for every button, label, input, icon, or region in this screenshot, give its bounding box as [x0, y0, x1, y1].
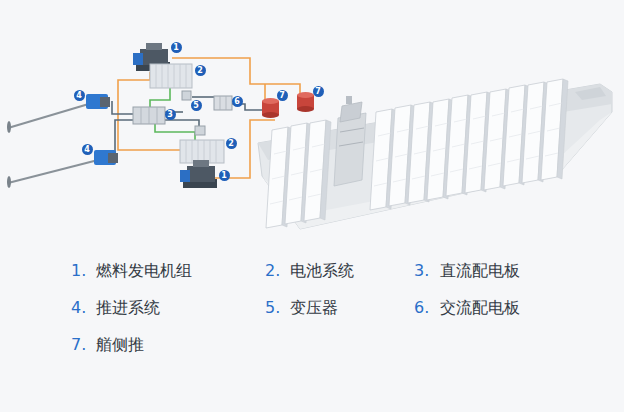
list-number: 2.: [265, 261, 280, 281]
wires: [110, 58, 300, 178]
battery-rack: [180, 140, 224, 163]
transformer: [195, 126, 205, 135]
propulsion: [7, 94, 110, 133]
callout-number: 7: [277, 90, 288, 101]
callout-number: 3: [165, 109, 176, 120]
callout-number: 2: [195, 65, 206, 76]
container-stacks: [266, 79, 568, 228]
battery-rack: [150, 64, 192, 88]
list-number: 6.: [414, 298, 429, 318]
component-name: 艏侧推: [96, 335, 144, 355]
list-number: 1.: [71, 261, 86, 281]
bow-thruster: [262, 92, 314, 118]
propulsion: [7, 150, 118, 188]
component-name: 推进系统: [96, 298, 160, 318]
callout-number: 6: [232, 96, 243, 107]
callout-number: 7: [313, 86, 324, 97]
generator: [180, 160, 217, 188]
dc-switchboard: [133, 107, 165, 124]
callout-number: 1: [171, 42, 182, 53]
component-name: 变压器: [290, 298, 338, 318]
callout-number: 5: [191, 100, 202, 111]
transformer: [182, 91, 191, 100]
bridge: [334, 96, 366, 186]
callout-number: 4: [74, 90, 85, 101]
component-name: 交流配电板: [440, 298, 520, 318]
callout-number: 4: [82, 144, 93, 155]
component-name: 直流配电板: [440, 261, 520, 281]
list-number: 5.: [265, 298, 280, 318]
callout-number: 2: [226, 138, 237, 149]
list-number: 7.: [71, 335, 86, 355]
component-name: 燃料发电机组: [96, 261, 192, 281]
component-name: 电池系统: [290, 261, 354, 281]
list-number: 4.: [71, 298, 86, 318]
list-number: 3.: [414, 261, 429, 281]
callout-number: 1: [219, 170, 230, 181]
ac-switchboard: [214, 96, 232, 110]
